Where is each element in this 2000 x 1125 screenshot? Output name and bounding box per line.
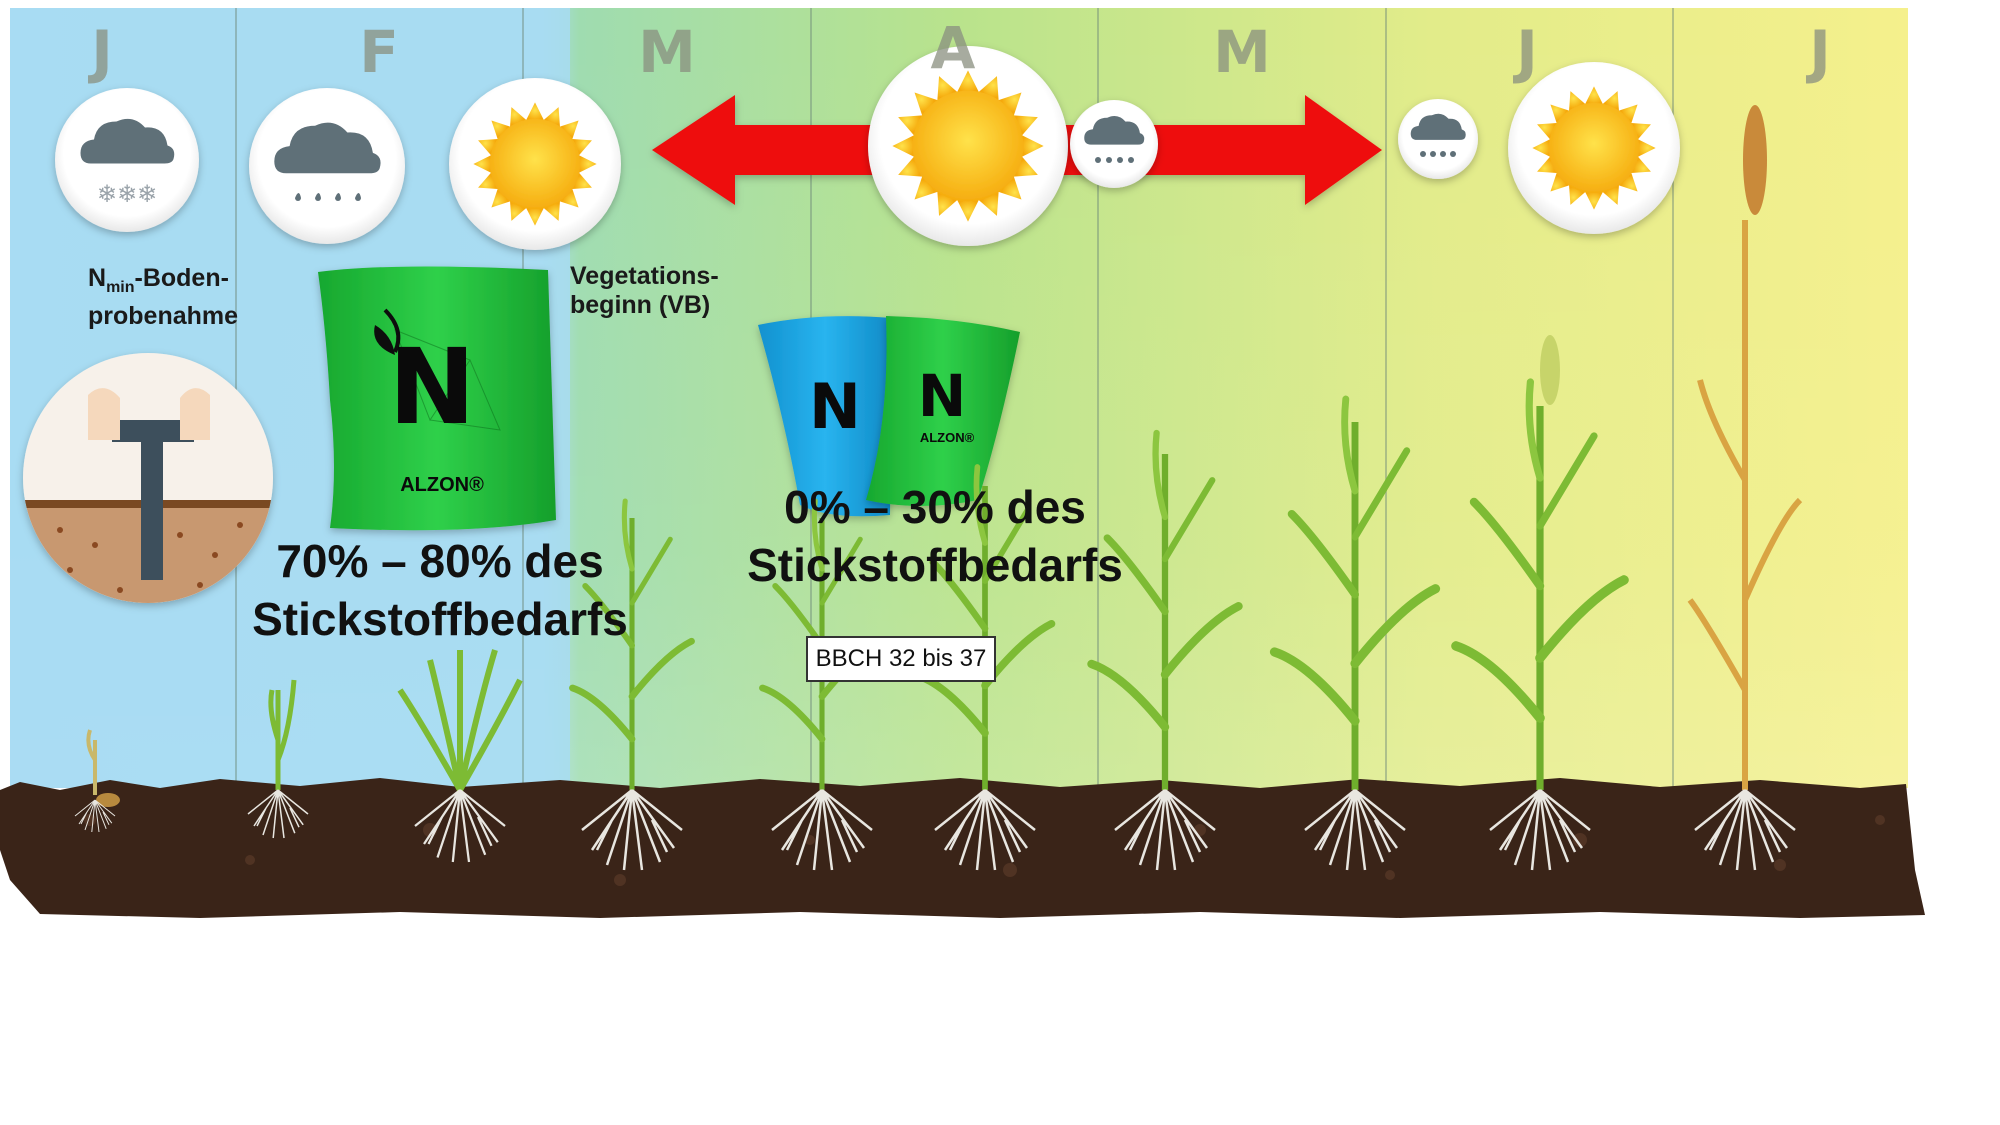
soil-probe-icon [23, 353, 273, 603]
plant-stage-3 [397, 649, 523, 864]
plant-stage-9 [1456, 335, 1624, 872]
fertilizer-bag-large [318, 266, 556, 531]
soil-sampling-label: Nmin-Boden- probenahme [88, 264, 239, 330]
month-label: M [1213, 18, 1271, 86]
rain-cloud-icon [1070, 100, 1158, 188]
soil-strip [0, 778, 1925, 918]
bag-small-green-letter: N [917, 362, 967, 430]
sun-icon [868, 46, 1068, 246]
vegetation-start-label: Vegetations- beginn (VB) [570, 262, 719, 319]
month-label: J [1809, 18, 1831, 86]
fertilizer-bag-blue [758, 316, 892, 517]
fertilizer-bag-green-small [866, 316, 1020, 506]
bag-blue-letter: N [809, 370, 861, 443]
sun-icon [449, 78, 621, 250]
plant-stage-10 [1687, 105, 1803, 872]
month-label: J [1516, 18, 1538, 86]
second-application-text: 0% – 30% des Stickstoffbedarfs [747, 481, 1123, 591]
first-application-text: 70% – 80% des Stickstoffbedarfs [252, 535, 628, 645]
rain-cloud-icon [1398, 99, 1478, 179]
bbch-stage-label: BBCH 32 bis 37 [806, 636, 996, 682]
plant-stage-1 [74, 729, 120, 833]
month-label: M [638, 18, 696, 86]
sun-icon [1508, 62, 1680, 234]
bag-large-brand: ALZON® [400, 474, 484, 496]
month-label: A [930, 14, 976, 82]
plant-stage-2 [247, 679, 309, 839]
bag-large-letter: N [388, 326, 476, 448]
month-label: F [359, 18, 399, 86]
svg-text:❄❄❄: ❄❄❄ [97, 180, 157, 208]
month-label: J [91, 18, 113, 86]
snow-cloud-icon: ❄❄❄ [55, 88, 199, 232]
bag-small-green-brand: ALZON® [919, 430, 975, 445]
rain-cloud-icon [249, 88, 405, 244]
